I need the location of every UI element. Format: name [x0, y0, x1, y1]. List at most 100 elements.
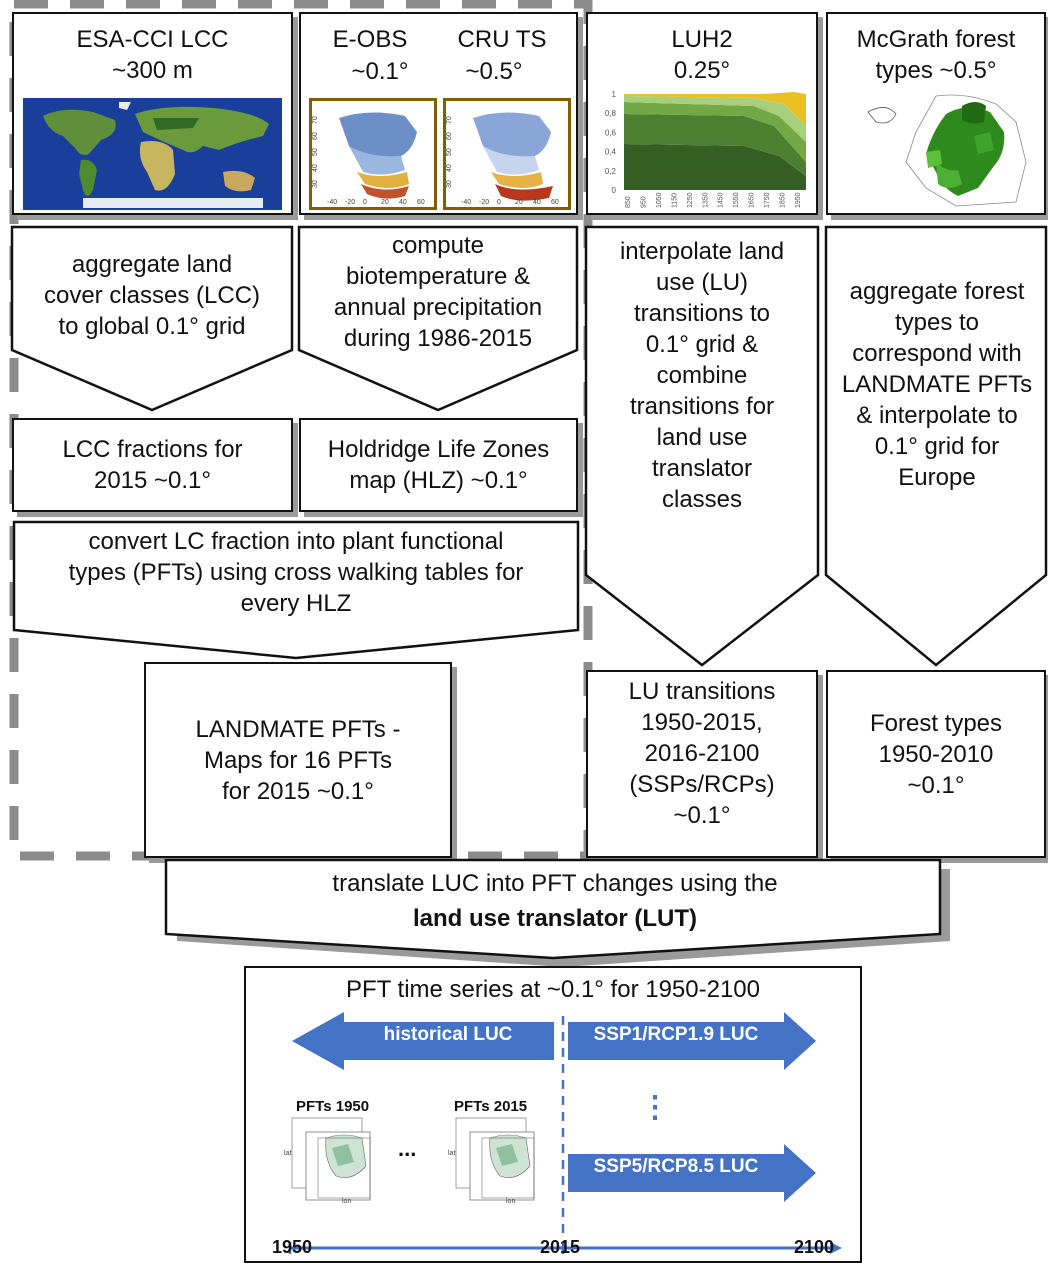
europe-forest-map — [867, 94, 1027, 207]
map-x-tick: 40 — [533, 199, 541, 206]
map-x-tick: 20 — [381, 199, 389, 206]
convert-lc-text: convert LC fraction into plant functiona… — [68, 528, 524, 617]
luh2-x-tick: 850 — [625, 196, 632, 208]
luh2-y-tick: 1 — [612, 90, 617, 99]
map-x-tick: -40 — [327, 199, 337, 206]
luh2-y-tick: 0,2 — [605, 167, 617, 176]
ssp5-luc-label: SSP5/RCP8.5 LUC — [593, 1156, 759, 1177]
map-x-tick: 0 — [363, 199, 367, 206]
eobs-map: -40 -20 0 20 40 60 30 40 50 60 70 — [309, 98, 437, 210]
mcgrath-box: McGrath forest types ~0.5° — [826, 12, 1046, 215]
luh2-x-tick: 1650 — [749, 192, 756, 208]
map-x-tick: 60 — [417, 199, 425, 206]
world-land-cover-map — [23, 98, 282, 210]
year-1950-label: 1950 — [272, 1237, 313, 1257]
landmate-pfts-text: LANDMATE PFTs - Maps for 16 PFTs for 201… — [195, 716, 401, 805]
luh2-band — [624, 102, 806, 162]
luh2-x-tick: 1950 — [795, 192, 802, 208]
ssp1-luc-label: SSP1/RCP1.9 LUC — [593, 1024, 759, 1045]
map-x-tick: 60 — [551, 199, 559, 206]
map-x-tick: 40 — [399, 199, 407, 206]
luh2-stacked-area-chart: 1 0,8 0,6 0,4 0,2 0 850 950 1050 1150 1250 1350 1450… — [605, 90, 806, 208]
map-y-tick: 40 — [446, 164, 453, 172]
historical-luc-label: historical LUC — [383, 1024, 513, 1045]
lcc-fractions-box: LCC fractions for 2015 ~0.1° — [12, 418, 293, 512]
map-x-tick: -40 — [461, 199, 471, 206]
esa-cci-title: ESA-CCI LCC ~300 m — [76, 26, 229, 84]
aggregate-lcc-text: aggregate land cover classes (LCC) to gl… — [43, 251, 261, 340]
mcgrath-title: McGrath forest types ~0.5° — [856, 26, 1016, 84]
pfts-1950-maps — [291, 1117, 371, 1201]
landmate-pfts-box: LANDMATE PFTs - Maps for 16 PFTs for 201… — [144, 662, 452, 858]
map-y-tick: 60 — [312, 132, 319, 140]
cru-resolution: ~0.5° — [465, 58, 523, 85]
luh2-x-tick: 1250 — [687, 192, 694, 208]
interp-lu-arrow-shape — [584, 225, 820, 667]
luh2-x-tick: 950 — [640, 196, 647, 208]
map-lat-label-1950: lat — [284, 1150, 292, 1157]
time-axis-head — [830, 1242, 842, 1254]
pfts-2015-maps — [455, 1117, 535, 1201]
luh2-x-tick: 1550 — [733, 192, 740, 208]
agg-forest-text: aggregate forest types to correspond wit… — [841, 278, 1033, 491]
map-y-tick: 70 — [312, 116, 319, 124]
year-2100-label: 2100 — [794, 1237, 835, 1257]
hlz-text: Holdridge Life Zones map (HLZ) ~0.1° — [327, 436, 550, 494]
lu-transitions-box: LU transitions 1950-2015, 2016-2100 (SSP… — [586, 670, 818, 858]
luh2-x-tick: 1150 — [671, 193, 678, 208]
map-lon-label-2015: lon — [506, 1198, 516, 1205]
luh2-x-tick: 1050 — [656, 192, 663, 208]
luh2-band — [624, 92, 806, 126]
luh2-y-tick: 0,4 — [605, 148, 617, 157]
eobs-resolution: ~0.1° — [351, 58, 409, 85]
esa-cci-box: ESA-CCI LCC ~300 m — [12, 12, 293, 215]
map-y-tick: 50 — [446, 148, 453, 156]
pfts-2015-label: PFTs 2015 — [454, 1098, 528, 1115]
map-lat-label-2015: lat — [448, 1150, 456, 1157]
map-x-tick: -20 — [479, 199, 489, 206]
luh2-y-tick: 0 — [612, 186, 617, 195]
translate-arrow — [164, 858, 950, 967]
pfts-1950-label: PFTs 1950 — [296, 1098, 370, 1115]
ssp5-luc-arrow — [568, 1144, 816, 1202]
timeseries-graphics — [288, 1012, 842, 1254]
agg-forest-arrow-shape — [824, 225, 1048, 667]
map-x-tick: 0 — [497, 199, 501, 206]
map-y-tick: 30 — [446, 180, 453, 188]
luh2-x-tick: 1450 — [718, 192, 725, 208]
map-y-tick: 50 — [312, 148, 319, 156]
luh2-x-tick: 1750 — [764, 192, 771, 208]
map-y-tick: 40 — [312, 164, 319, 172]
luh2-band — [624, 144, 806, 190]
luh2-x-tick: 1850 — [780, 192, 787, 208]
forest-types-box: Forest types 1950-2010 ~0.1° — [826, 670, 1046, 858]
aggregate-lcc-arrow-shape — [10, 225, 294, 412]
lcc-fractions-text: LCC fractions for 2015 ~0.1° — [62, 436, 243, 494]
luh2-y-tick: 0,8 — [605, 109, 617, 118]
lu-transitions-text: LU transitions 1950-2015, 2016-2100 (SSP… — [628, 678, 776, 829]
biotemp-arrow-shape — [297, 225, 579, 412]
biotemp-text: compute biotemperature & annual precipit… — [333, 232, 543, 352]
luh2-band — [624, 96, 806, 142]
forest-types-text: Forest types 1950-2010 ~0.1° — [869, 710, 1003, 799]
translate-text-bold: land use translator (LUT) — [412, 905, 698, 932]
ssp1-luc-arrow — [568, 1012, 816, 1070]
eobs-axis-labels: -40 -20 0 20 40 60 30 40 50 60 70 — [312, 116, 425, 206]
map-y-tick: 30 — [312, 180, 319, 188]
interp-lu-text: interpolate land use (LU) transitions to… — [619, 238, 785, 513]
luh2-y-tick: 0,6 — [605, 128, 617, 137]
pft-timeseries-box: PFT time series at ~0.1° for 1950-2100 — [244, 966, 862, 1263]
convert-lc-arrow-shape — [12, 520, 580, 660]
historical-luc-arrow — [292, 1012, 554, 1070]
map-x-tick: 20 — [515, 199, 523, 206]
luh2-x-tick: 1350 — [702, 192, 709, 208]
translate-text: translate LUC into PFT changes using the — [332, 870, 778, 897]
map-y-tick: 60 — [446, 132, 453, 140]
year-2015-label: 2015 — [540, 1237, 581, 1257]
map-x-tick: -20 — [345, 199, 355, 206]
